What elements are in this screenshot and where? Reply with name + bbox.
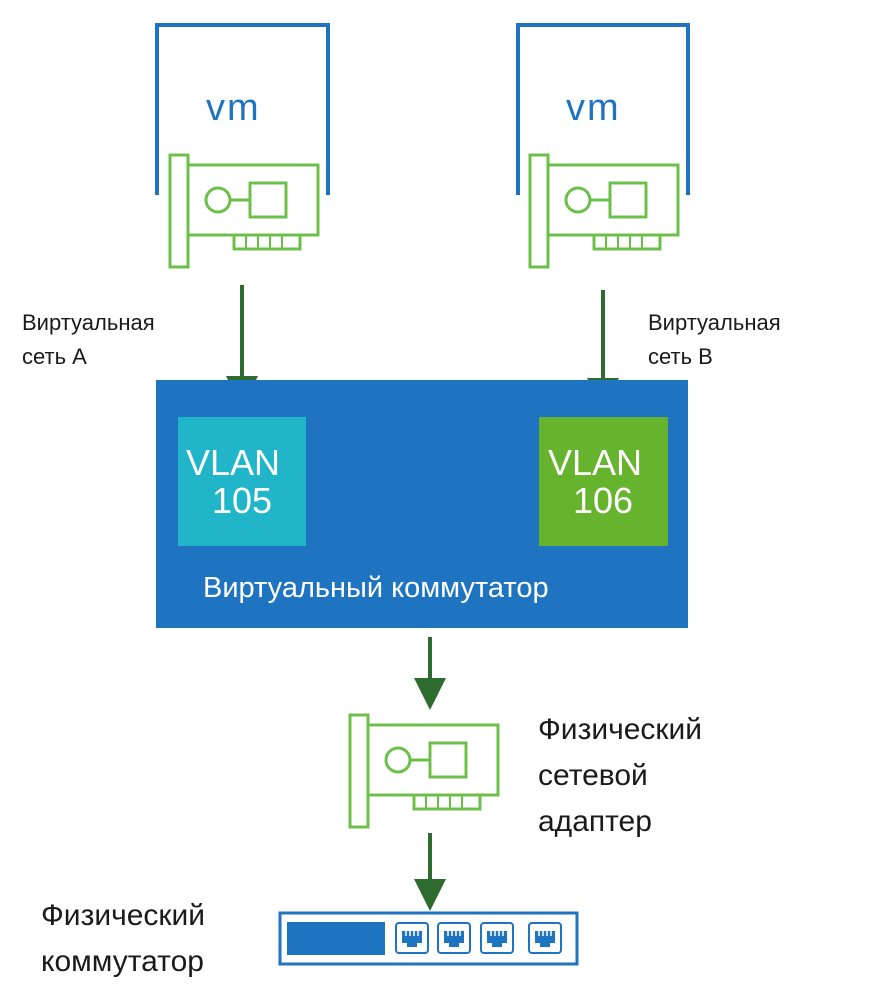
physical-adapter-label: Физический сетевой адаптер <box>538 713 703 838</box>
vm-label: vm <box>206 87 261 129</box>
ethernet-port-icon <box>528 922 562 954</box>
vlan-105-box <box>178 417 306 546</box>
ethernet-port-icon <box>395 922 429 954</box>
virtual-network-b-label: Виртуальная сеть B <box>648 310 781 369</box>
vlan-105-title: VLAN <box>186 442 281 483</box>
vlan-106-title: VLAN <box>548 442 643 483</box>
virtual-switch-label: Виртуальный коммутатор <box>203 572 549 604</box>
physical-switch-panel <box>287 922 385 955</box>
vlan-106-number: 106 <box>573 480 634 521</box>
ethernet-port-icon <box>480 922 514 954</box>
vm-frame-icon <box>516 23 690 195</box>
ethernet-port-icon <box>437 922 471 954</box>
virtual-network-a-label: Виртуальная сеть A <box>22 310 155 369</box>
network-card-icon <box>348 713 500 829</box>
vlan-106-box <box>539 417 668 546</box>
network-card-icon <box>528 153 680 269</box>
vm-label: vm <box>566 87 621 129</box>
network-card-icon <box>168 153 320 269</box>
physical-switch-label: Физический коммутатор <box>41 899 206 978</box>
vm-frame-icon <box>155 23 330 195</box>
vlan-105-number: 105 <box>212 480 273 521</box>
